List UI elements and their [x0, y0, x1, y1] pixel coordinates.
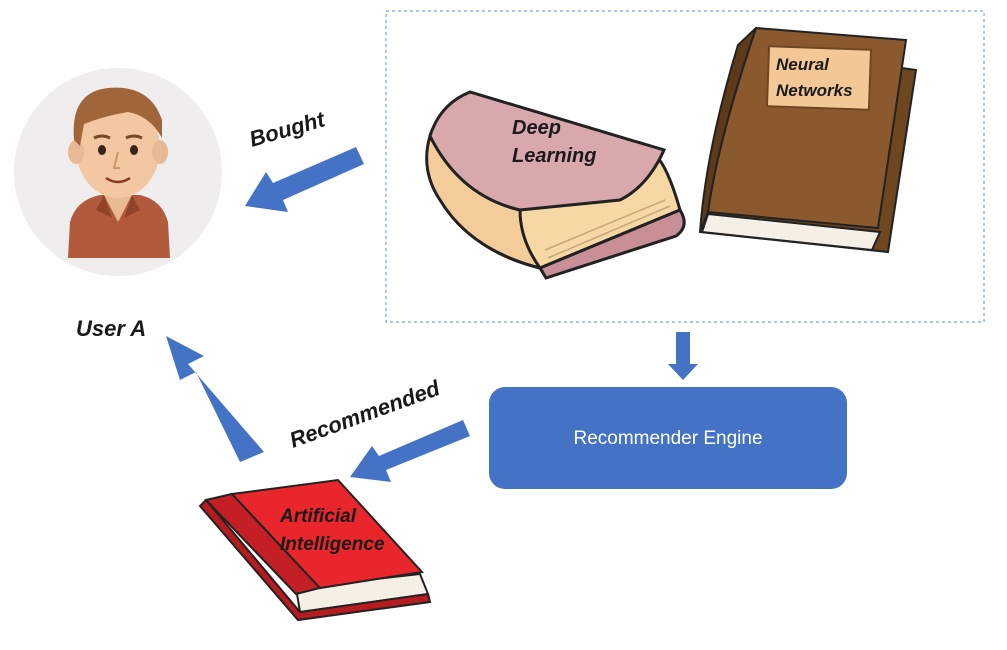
ai-book-title-line2: Intelligence: [280, 534, 385, 555]
purchased-books-container: [385, 10, 985, 323]
recommended-arrow: [350, 420, 470, 482]
bought-label: Bought: [246, 106, 328, 152]
down-arrow: [668, 332, 698, 380]
neural-networks-book: [698, 26, 918, 254]
recommend-to-user-arrow: [166, 336, 264, 462]
ai-book-title-line1: Artificial: [279, 506, 357, 527]
deep-learning-title-line2: Learning: [512, 145, 596, 167]
neural-networks-title-line1: Neural: [776, 55, 830, 74]
recommender-engine-box: [489, 387, 847, 489]
user-avatar-icon: [14, 68, 222, 276]
recommender-engine-label: Recommender Engine: [573, 428, 762, 449]
user-label: User A: [76, 316, 146, 341]
deep-learning-title-line1: Deep: [512, 117, 561, 139]
deep-learning-book: [425, 90, 686, 280]
artificial-intelligence-book: [198, 478, 432, 622]
neural-networks-title-line2: Networks: [776, 81, 853, 100]
bought-arrow: [245, 147, 364, 212]
